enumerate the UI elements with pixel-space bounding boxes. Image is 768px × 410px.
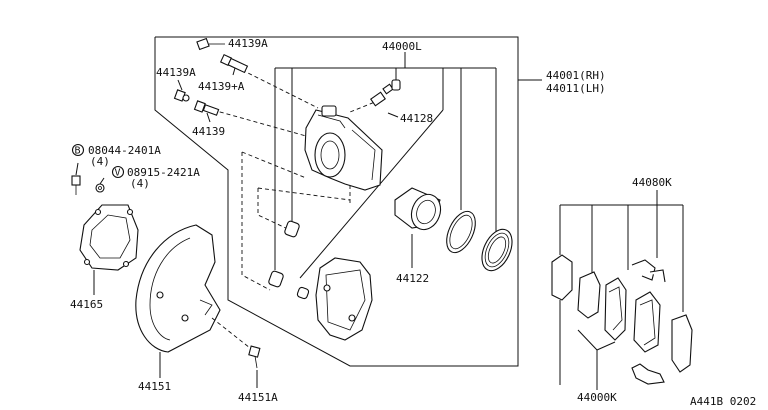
brake-pad-inner-icon — [633, 291, 661, 353]
label-bolt-b: 08044-2401A — [88, 144, 161, 157]
leader-44139plusa — [232, 67, 236, 76]
label-44139a-top: 44139A — [228, 37, 268, 50]
bolt-b-symbol-letter: B — [75, 146, 81, 157]
piston-icon — [394, 187, 442, 231]
splash-shield-icon — [135, 224, 221, 353]
washer-v-symbol-letter: V — [115, 168, 121, 179]
leader-group-44000k — [559, 300, 616, 390]
leader-44139 — [206, 112, 211, 123]
bolt-44151a-icon — [248, 345, 261, 369]
anti-rattle-spring-icon — [671, 314, 693, 373]
leader-washer-v — [99, 177, 105, 185]
bolt-44139a-top-icon — [196, 37, 225, 51]
label-44165: 44165 — [70, 298, 103, 311]
bleeder-valve-icon — [370, 83, 394, 107]
pad-clip-icon — [631, 259, 666, 283]
brake-pad-outer-icon — [604, 277, 627, 341]
bolt-44139a-left-icon — [173, 89, 190, 102]
shim-inner-icon — [577, 271, 601, 319]
label-44080k: 44080K — [632, 176, 672, 189]
washer-v-icon — [95, 183, 105, 193]
label-washer-v-qty: (4) — [130, 177, 150, 190]
pin-boot-upper-icon — [284, 220, 300, 238]
label-bolt-b-qty: (4) — [90, 155, 110, 168]
diagram-code: A441B 0202 — [690, 395, 756, 408]
label-44128: 44128 — [400, 112, 433, 125]
label-44001: 44001(RH) — [546, 69, 606, 82]
leader-44128 — [387, 112, 399, 118]
label-44139a-left: 44139A — [156, 66, 196, 79]
leader-44139a-left — [177, 79, 183, 91]
bolt-b-icon — [71, 175, 81, 195]
label-44000l: 44000L — [382, 40, 422, 53]
label-44122: 44122 — [396, 272, 429, 285]
label-44139: 44139 — [192, 125, 225, 138]
baffle-plate-icon — [79, 204, 139, 271]
label-44000k: 44000K — [577, 391, 617, 404]
caliper-body-icon — [304, 105, 383, 191]
shim-outer-icon — [551, 254, 573, 301]
dust-boot-icon — [481, 228, 513, 272]
pad-pin-icon — [631, 363, 665, 385]
bolt-44139-icon — [193, 100, 220, 116]
caliper-assembly-outline — [154, 36, 519, 367]
pin-boot-lower-icon — [268, 270, 310, 300]
dashed-guides — [212, 69, 381, 291]
label-44151: 44151 — [138, 380, 171, 393]
piston-seal-icon — [446, 210, 476, 254]
bolt-44139plusa-icon — [219, 53, 249, 74]
dashed-guide-44151a — [211, 317, 251, 349]
torque-member-icon — [315, 257, 373, 341]
label-44011: 44011(LH) — [546, 82, 606, 95]
leader-bolt-b — [75, 162, 79, 176]
leader-group-44000l — [274, 52, 497, 279]
washer-v-symbol-icon — [111, 165, 125, 179]
bleeder-cap-icon — [391, 79, 401, 91]
leader-group-44080k — [559, 190, 684, 312]
bolt-b-symbol-icon — [71, 143, 85, 157]
label-washer-v: 08915-2421A — [127, 166, 200, 179]
label-44151a: 44151A — [238, 391, 278, 404]
label-44139plusa: 44139+A — [198, 80, 245, 93]
